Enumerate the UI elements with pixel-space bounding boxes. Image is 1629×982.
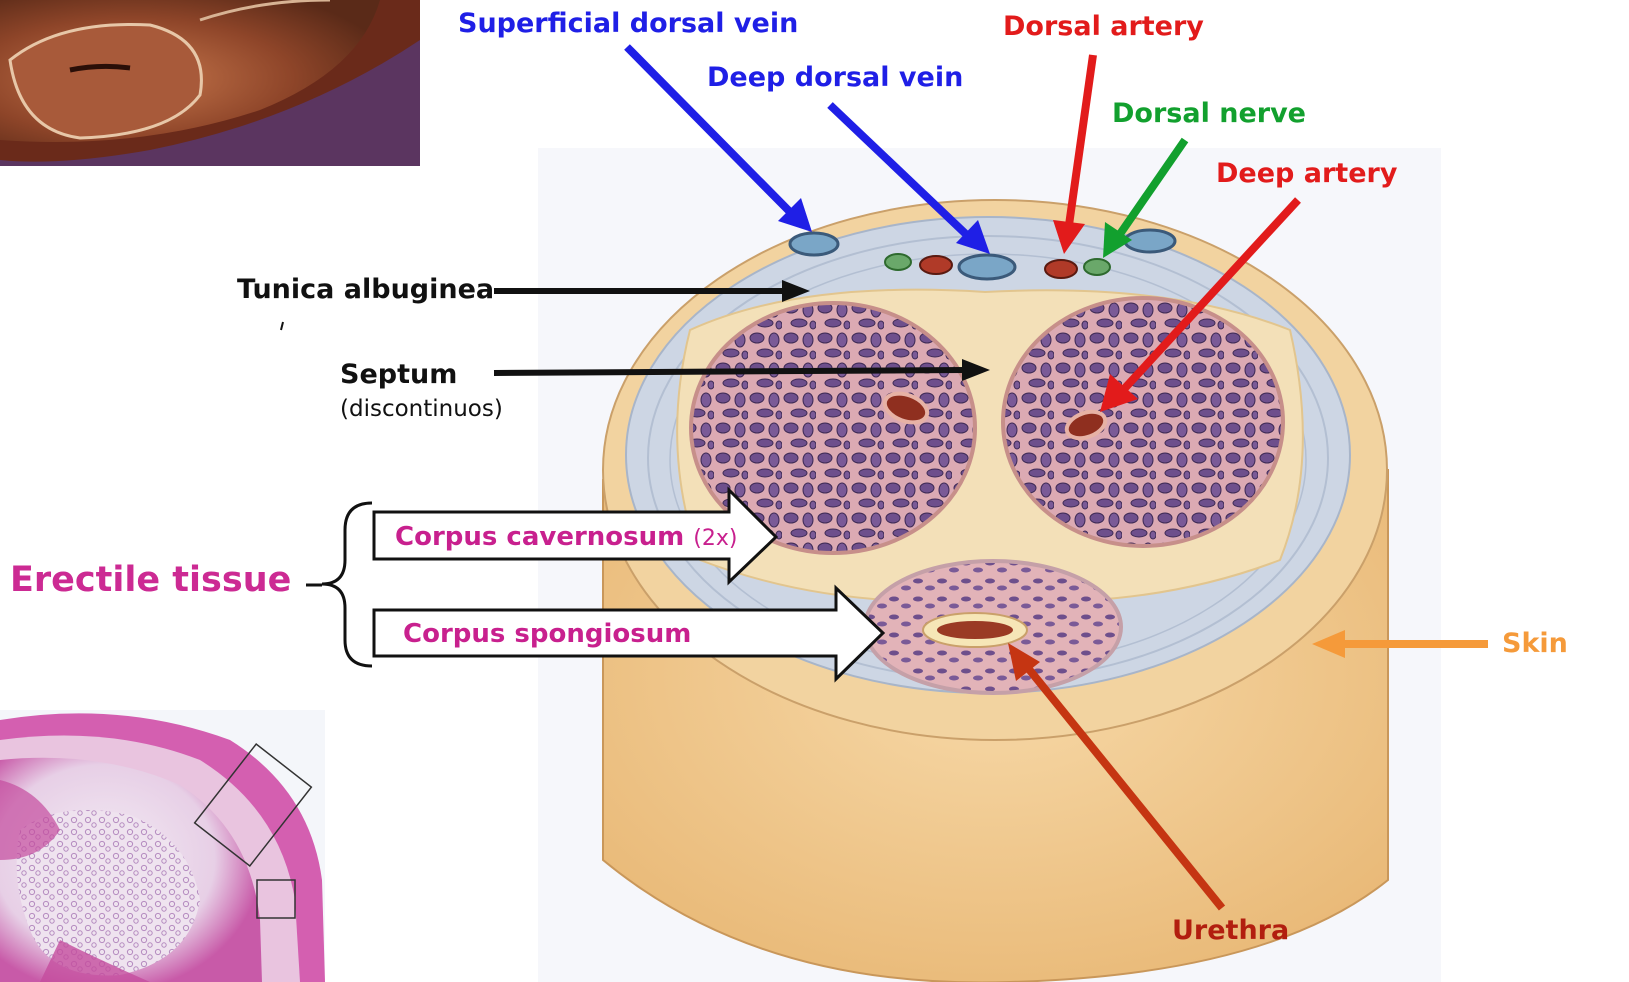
erectile-tissue-brace (322, 503, 372, 666)
gross-section-photo (0, 0, 420, 166)
label-septum-note: (discontinuos) (340, 398, 503, 421)
cross-section-body (603, 200, 1388, 982)
label-corpus-cavernosum-count: (2x) (693, 526, 737, 551)
dorsal-nerve-right (1084, 259, 1110, 275)
label-dorsal-nerve: Dorsal nerve (1112, 100, 1306, 127)
superficial-dorsal-vein-right (1125, 230, 1175, 252)
label-superficial-dorsal-vein: Superficial dorsal vein (458, 10, 798, 37)
label-skin: Skin (1502, 630, 1568, 657)
label-deep-dorsal-vein: Deep dorsal vein (707, 64, 963, 91)
label-corpus-cavernosum: Corpus cavernosum (2x) (395, 524, 737, 550)
dorsal-artery-right (1045, 260, 1077, 278)
histology-micrograph (0, 710, 325, 982)
dorsal-artery-left (920, 256, 952, 274)
superficial-dorsal-vein-left (790, 233, 838, 255)
label-deep-artery: Deep artery (1216, 160, 1397, 187)
label-corpus-cavernosum-name: Corpus cavernosum (395, 522, 684, 552)
label-septum: Septum (340, 361, 457, 388)
dorsal-nerve-left (885, 254, 911, 270)
label-tunica-albuginea: Tunica albuginea (237, 276, 494, 303)
label-corpus-spongiosum: Corpus spongiosum (403, 621, 691, 647)
deep-dorsal-vein (959, 255, 1015, 279)
label-erectile-tissue: Erectile tissue (10, 563, 291, 598)
label-dorsal-artery: Dorsal artery (1003, 13, 1204, 40)
corpus-cavernosum-right (1003, 298, 1283, 546)
label-urethra: Urethra (1172, 917, 1289, 944)
